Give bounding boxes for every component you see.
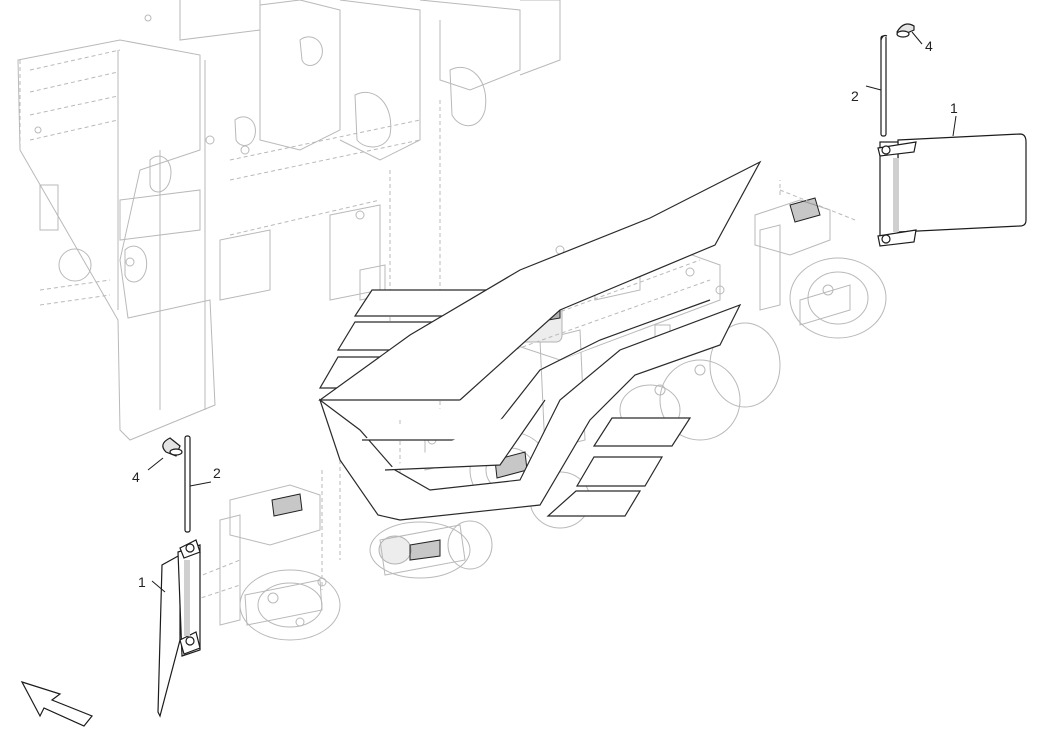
left-part-group: 1 2 4 — [132, 435, 221, 718]
shield-plate-part-1-right — [877, 133, 1027, 247]
callout-1-right: 1 — [950, 100, 958, 116]
shield-plate-part-1-left — [157, 539, 201, 718]
wing-nut-part-4-right — [896, 23, 915, 38]
rod-part-2-left — [184, 435, 191, 533]
logo-watermark — [318, 160, 762, 521]
wing-nut-part-4-left — [162, 437, 183, 457]
right-part-group: 1 2 4 — [851, 23, 1027, 247]
callout-2-right: 2 — [851, 88, 859, 104]
callout-1-left: 1 — [138, 574, 146, 590]
callout-4-left: 4 — [132, 469, 140, 485]
arrow-icon — [20, 680, 93, 727]
rod-part-2-right — [880, 35, 887, 137]
callout-4-right: 4 — [925, 38, 933, 54]
callout-2-left: 2 — [213, 465, 221, 481]
